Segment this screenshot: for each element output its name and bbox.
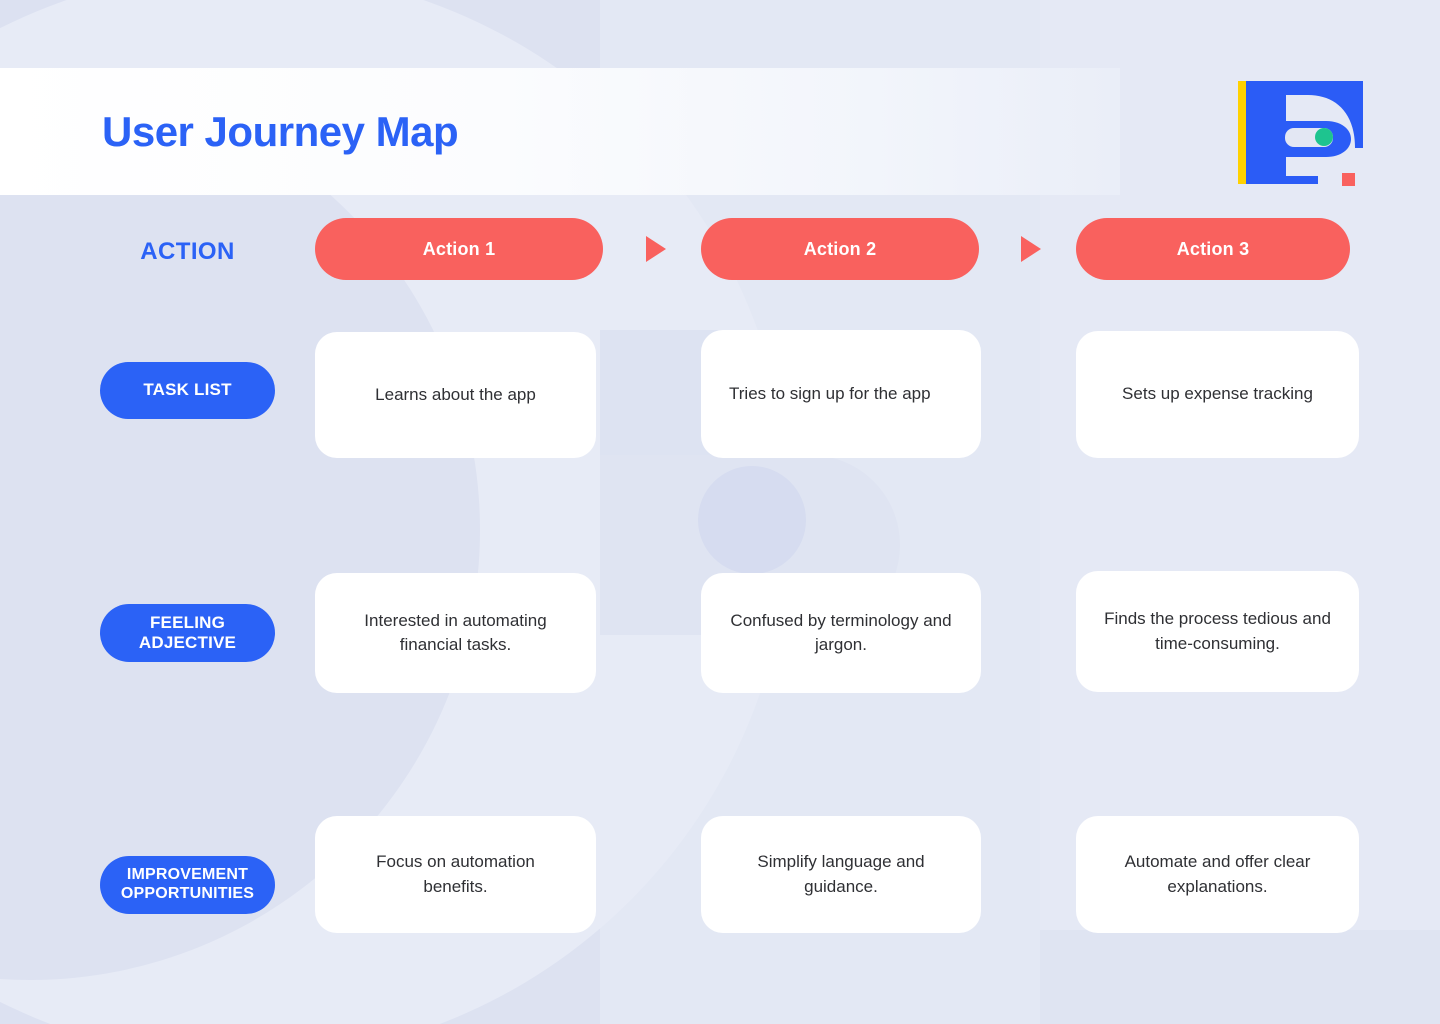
feeling-card-2[interactable]: Confused by terminology and jargon.: [701, 573, 981, 693]
row-label-improvement-opportunities[interactable]: IMPROVEMENT OPPORTUNITIES: [100, 856, 275, 914]
action-pill-1[interactable]: Action 1: [315, 218, 603, 280]
header-bar: User Journey Map: [0, 68, 1120, 195]
row-label-task-list[interactable]: TASK LIST: [100, 362, 275, 419]
bg-accent-circle: [698, 466, 806, 574]
row-label-feeling-adjective[interactable]: FEELING ADJECTIVE: [100, 604, 275, 662]
arrow-right-triangle-icon: [1021, 236, 1041, 262]
action-pill-3[interactable]: Action 3: [1076, 218, 1350, 280]
task-card-1[interactable]: Learns about the app: [315, 332, 596, 458]
task-card-2[interactable]: Tries to sign up for the app: [701, 330, 981, 458]
task-card-3[interactable]: Sets up expense tracking: [1076, 331, 1359, 458]
row-label-feeling-line-2: ADJECTIVE: [138, 633, 237, 652]
improvement-card-1[interactable]: Focus on automation benefits.: [315, 816, 596, 933]
bg-soft-rect-lower: [1040, 930, 1440, 1024]
page-title: User Journey Map: [102, 107, 459, 155]
row-label-improvement-line-1: IMPROVEMENT: [126, 866, 249, 884]
row-label-feeling-line-1: FEELING: [149, 612, 226, 632]
row-label-action: ACTION: [140, 238, 235, 265]
row-label-improvement-line-2: OPPORTUNITIES: [120, 885, 255, 902]
action-pill-2[interactable]: Action 2: [701, 218, 979, 280]
improvement-card-2[interactable]: Simplify language and guidance.: [701, 816, 981, 933]
brand-logo-icon: [1238, 76, 1363, 194]
arrow-right-triangle-icon: [646, 236, 666, 262]
improvement-card-3[interactable]: Automate and offer clear explanations.: [1076, 816, 1359, 933]
feeling-card-3[interactable]: Finds the process tedious and time-consu…: [1076, 571, 1359, 692]
feeling-card-1[interactable]: Interested in automating financial tasks…: [315, 573, 596, 693]
